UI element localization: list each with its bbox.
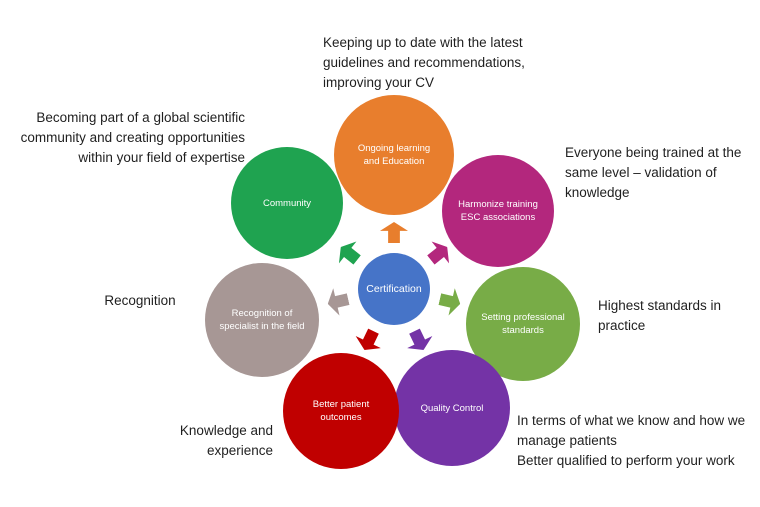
arrow-recognition-specialist-icon [325,286,352,318]
center-circle-label: Certification [366,282,422,295]
arrow-patient-outcomes-icon [352,325,386,356]
node-quality-control-label: Quality Control [420,402,484,414]
annotation-recognition: Recognition [104,293,176,308]
node-recognition-specialist: Recognition of specialist in the field [205,263,319,377]
node-harmonize-training: Harmonize training ESC associations [442,155,554,267]
node-patient-outcomes: Better patient outcomes [283,353,399,469]
arrow-professional-standards-icon [437,286,464,318]
node-ongoing-learning: Ongoing learning and Education [334,95,454,215]
center-circle: Certification [358,253,430,325]
arrow-community-icon [332,236,366,271]
node-community-label: Community [262,197,312,209]
node-harmonize-training-label: Harmonize training ESC associations [458,199,538,223]
node-quality-control: Quality Control [394,350,510,466]
node-recognition-specialist-label: Recognition of specialist in the field [219,308,305,332]
node-patient-outcomes-label: Better patient outcomes [312,399,370,423]
node-ongoing-learning-label: Ongoing learning and Education [357,143,431,167]
arrow-ongoing-learning-icon [380,222,408,243]
arrow-quality-control-icon [402,325,436,356]
node-professional-standards-label: Setting professional standards [481,312,565,336]
node-community: Community [231,147,343,259]
